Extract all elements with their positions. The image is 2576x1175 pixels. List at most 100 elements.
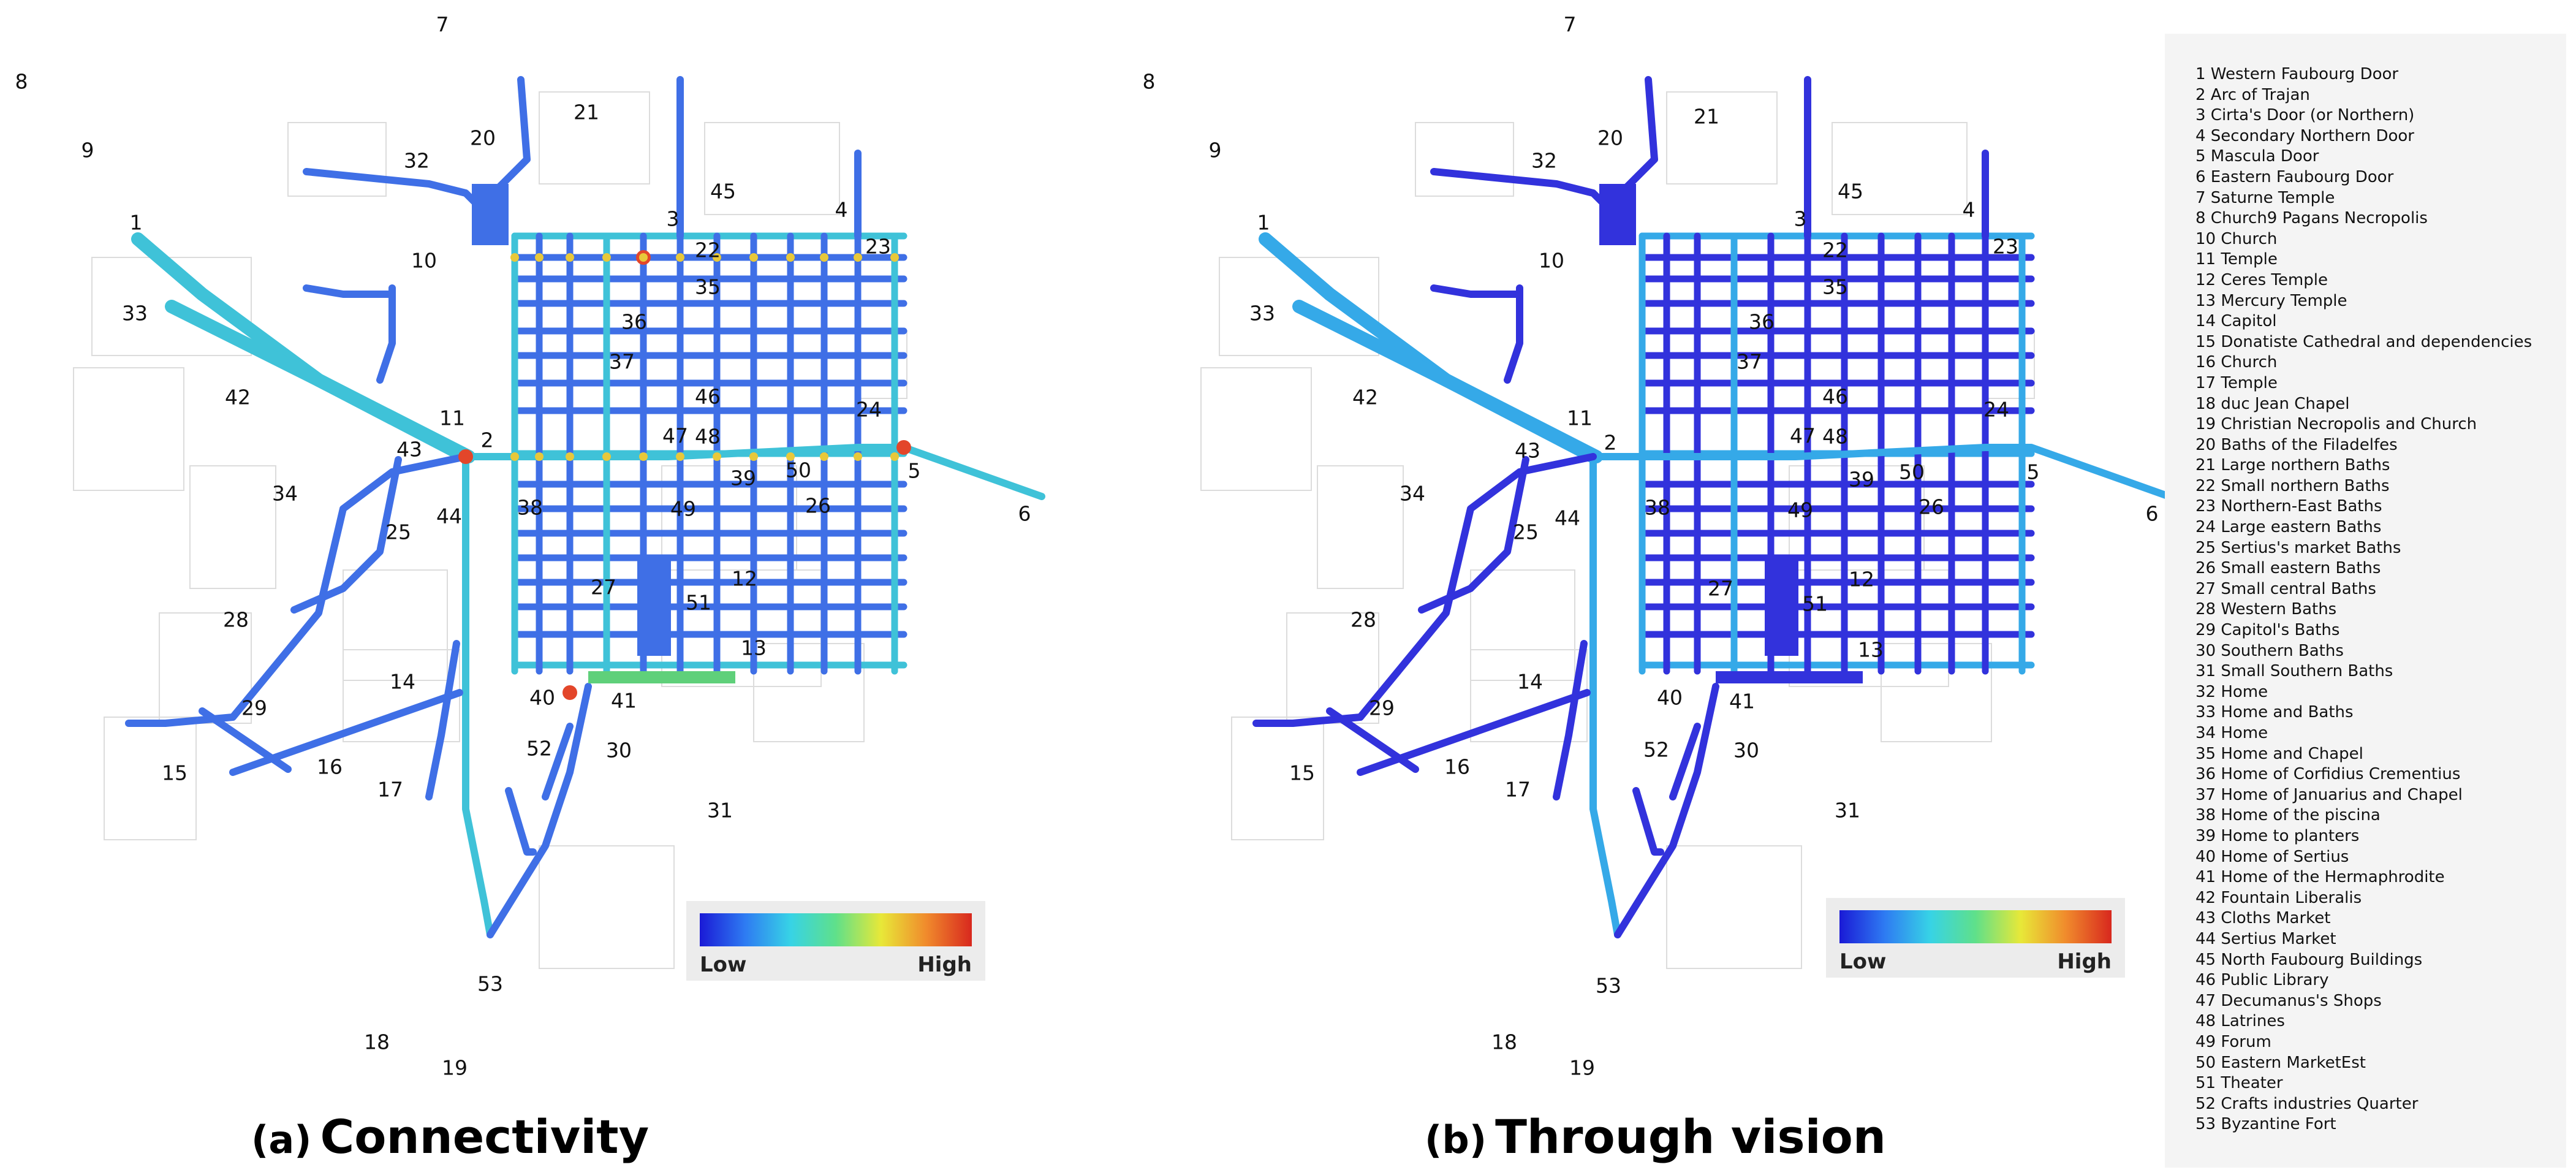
street (229, 689, 463, 776)
site-number-label: 49 (670, 496, 696, 521)
site-number-label: 24 (856, 397, 882, 422)
site-number-label: 10 (1539, 248, 1564, 273)
building-outline (1200, 367, 1312, 491)
site-number-label: 29 (1369, 696, 1395, 720)
hotspot (458, 449, 473, 464)
site-number-label: 23 (1993, 234, 2018, 259)
site-number-label: 7 (1563, 12, 1577, 37)
site-number-label: 27 (1708, 576, 1733, 601)
site-number-label: 11 (1567, 406, 1593, 430)
site-number-label: 5 (2026, 460, 2040, 484)
building-outline (104, 717, 197, 840)
site-number-label: 21 (574, 100, 599, 124)
site-number-label: 8 (1142, 69, 1156, 94)
site-number-label: 34 (1400, 481, 1425, 506)
scale-low-label: Low (700, 953, 747, 977)
building-outline (704, 122, 840, 215)
legend-item: 18 duc Jean Chapel (2195, 394, 2350, 413)
site-number-label: 44 (436, 504, 462, 528)
legend-item: 29 Capitol's Baths (2195, 621, 2340, 640)
site-number-label: 13 (741, 636, 767, 660)
legend-item: 49 Forum (2195, 1032, 2271, 1051)
street (303, 168, 482, 209)
legend-item: 36 Home of Corfidius Crementius (2195, 765, 2461, 784)
legend-item: 4 Secondary Northern Door (2195, 126, 2414, 145)
legend-item: 1 Western Faubourg Door (2195, 65, 2399, 83)
site-number-label: 6 (1018, 501, 1031, 526)
street (290, 456, 402, 614)
intersection-marker (713, 253, 721, 262)
site-number-label: 37 (1737, 349, 1762, 374)
site-number-label: 17 (377, 777, 403, 802)
legend-item: 48 Latrines (2195, 1012, 2285, 1031)
scale-high-label: High (2057, 949, 2112, 974)
building-outline (1415, 122, 1514, 197)
legend-item: 45 North Faubourg Buildings (2195, 950, 2423, 969)
site-number-label: 53 (477, 972, 503, 996)
site-number-label: 39 (1849, 467, 1874, 492)
street-network (73, 76, 1045, 969)
legend-item: 3 Cirta's Door (or Northern) (2195, 106, 2415, 125)
intersection-marker (890, 452, 899, 461)
site-number-label: 22 (695, 238, 721, 262)
intersection-marker (566, 452, 574, 461)
site-number-label: 2 (1604, 430, 1617, 455)
site-number-label: 52 (526, 736, 552, 761)
site-number-label: 15 (162, 761, 188, 785)
intersection-marker (854, 253, 862, 262)
street (376, 284, 396, 384)
legend-item: 33 Home and Baths (2195, 703, 2354, 722)
building-outline (1666, 91, 1778, 184)
legend-item: 16 Church (2195, 353, 2278, 372)
site-number-label: 33 (1249, 301, 1275, 325)
legend-item: 46 Public Library (2195, 971, 2329, 990)
legend-item: 2 Arc of Trajan (2195, 85, 2310, 104)
site-number-label: 41 (1729, 689, 1755, 713)
site-number-label: 26 (1919, 495, 1944, 519)
site-number-label: 22 (1822, 238, 1848, 262)
site-number-label: 38 (1645, 495, 1670, 520)
intersection-marker (749, 452, 758, 461)
site-number-label: 25 (385, 520, 411, 544)
site-number-label: 40 (1657, 685, 1683, 710)
intersection-marker (535, 253, 544, 262)
legend-item: 27 Small central Baths (2195, 579, 2376, 598)
site-number-label: 13 (1858, 637, 1884, 662)
building-outline (1231, 717, 1324, 840)
site-number-label: 6 (2145, 501, 2159, 526)
site-number-label: 32 (404, 148, 430, 173)
panel-title-a: (a)Connectivity (251, 1109, 649, 1164)
site-number-label: 48 (1822, 424, 1848, 449)
legend-item: 17 Temple (2195, 373, 2278, 392)
street (165, 300, 475, 463)
site-number-label: 38 (517, 495, 543, 520)
legend-item: 10 Church (2195, 229, 2278, 248)
legend-item: 53 Byzantine Fort (2195, 1115, 2336, 1134)
site-number-label: 30 (606, 738, 632, 762)
site-number-label: 16 (1444, 755, 1470, 779)
intersection-marker (535, 452, 544, 461)
building-outline (1219, 257, 1379, 356)
site-number-label: 35 (695, 275, 721, 299)
site-number-label: 19 (442, 1055, 468, 1080)
site-number-label: 45 (710, 179, 736, 203)
site-number-label: 53 (1596, 973, 1621, 998)
site-number-label: 9 (1208, 138, 1222, 162)
site-number-label: 8 (15, 69, 28, 94)
intersection-marker (510, 452, 519, 461)
site-number-label: 31 (707, 798, 733, 823)
site-number-label: 46 (1822, 384, 1848, 409)
hotspot (563, 685, 577, 700)
legend-item: 26 Small eastern Baths (2195, 559, 2381, 578)
site-number-label: 48 (695, 424, 721, 449)
site-number-label: 5 (907, 458, 921, 483)
legend-item: 40 Home of Sertius (2195, 847, 2349, 866)
street (462, 444, 1045, 500)
legend-item: 30 Southern Baths (2195, 641, 2344, 660)
site-number-label: 23 (865, 234, 891, 259)
street (1430, 284, 1523, 298)
site-number-label: 19 (1569, 1055, 1595, 1080)
legend-item: 37 Home of Januarius and Chapel (2195, 785, 2463, 804)
site-number-label: 34 (272, 481, 298, 506)
site-number-label: 14 (390, 669, 415, 694)
